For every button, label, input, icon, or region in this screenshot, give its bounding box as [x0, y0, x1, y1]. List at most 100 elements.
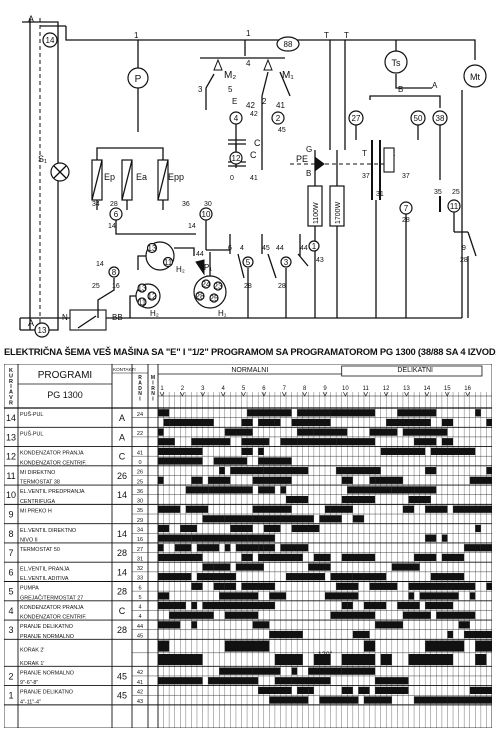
row-contact-kind: C: [119, 606, 126, 616]
header-radni-letter: I: [139, 397, 141, 403]
cam-on-segment: [380, 447, 426, 455]
cam-on-segment: [475, 654, 487, 666]
cam-on-segment: [402, 611, 431, 619]
cam-on-segment: [297, 409, 331, 417]
label-phase-a: A: [28, 14, 34, 24]
row-contact-number: 43: [137, 699, 143, 705]
cam-on-segment: [158, 621, 181, 629]
switch-8: [97, 278, 115, 318]
cam-on-segment: [363, 696, 392, 704]
row-number: 8: [8, 529, 13, 539]
cam-on-segment: [252, 515, 281, 523]
row-contact-number: 27: [137, 547, 143, 553]
cam-on-segment: [341, 667, 376, 675]
m1-winding: [263, 58, 273, 71]
terminal-label-n27: 27: [352, 114, 361, 123]
cam-on-segment: [252, 476, 292, 484]
row-function-name: EL.VENTIL DIREKTNO: [20, 528, 76, 534]
cam-on-segment: [258, 457, 292, 465]
heater-diagonal: [157, 159, 169, 201]
terminal-n1c: [308, 240, 320, 252]
cam-on-segment: [441, 418, 454, 427]
cam-on-segment: [252, 505, 292, 513]
header-kuriavr-letter: K: [9, 368, 13, 374]
row-contact-number: 41: [137, 450, 143, 456]
cam-on-segment: [280, 544, 309, 552]
cam-on-segment: [330, 505, 353, 513]
cam-on-segment: [174, 544, 192, 552]
cam-on-segment: [180, 524, 197, 533]
terminal-n8: [108, 266, 120, 278]
cam-on-segment: [363, 640, 376, 652]
terminal-label-n50: 50: [414, 114, 423, 123]
cam-on-segment: [219, 592, 259, 600]
cam-on-segment: [486, 418, 492, 427]
cam-on-segment: [480, 544, 492, 552]
step-number: 9: [323, 386, 327, 392]
row-contact-kind: C: [119, 452, 126, 462]
step-marker: [180, 391, 185, 397]
label-n28: 28: [110, 201, 118, 208]
cam-on-segment: [196, 544, 220, 552]
cam-on-segment: [447, 582, 476, 590]
cam-on-segment: [158, 573, 192, 581]
step-marker: [302, 391, 307, 397]
cam-on-segment: [158, 601, 186, 610]
cam-on-segment: [291, 418, 331, 427]
cam-on-segment: [425, 640, 465, 652]
pump-label: P: [135, 74, 142, 85]
cam-on-segment: [369, 582, 398, 590]
cam-on-segment: [163, 418, 170, 427]
row-contact-number: 33: [137, 576, 143, 582]
label-n45: 45: [278, 127, 286, 134]
cam-on-segment: [158, 677, 203, 685]
row-contact-number: 42: [137, 670, 143, 676]
header-mirni-letter: I: [152, 397, 154, 403]
row-contact-kind: 26: [117, 471, 127, 481]
label-n43: 43: [316, 257, 324, 264]
cam-on-segment: [358, 686, 370, 695]
row-function-name: 9"-6"-8": [20, 680, 38, 686]
cam-on-segment: [158, 640, 170, 652]
cam-on-segment: [441, 534, 448, 542]
terminal-label-t14: 14: [46, 36, 55, 45]
label-G: G: [306, 145, 312, 154]
row-contact-number: 16: [137, 537, 143, 543]
step-number: 4: [221, 386, 225, 392]
cam-on-segment: [441, 553, 465, 562]
cam-on-segment: [475, 524, 481, 533]
cam-on-segment: [453, 505, 492, 513]
step-number: 10: [342, 386, 349, 392]
step-marker: [281, 391, 287, 397]
terminal-n24: [201, 279, 211, 289]
row-number: 1: [8, 691, 13, 701]
row-contact-kind: 45: [117, 691, 127, 701]
label-n5: 5: [228, 85, 233, 94]
lamp-cross: [53, 165, 67, 179]
cam-on-segment: [274, 677, 281, 685]
terminal-label-n24: 24: [202, 280, 211, 289]
label-n34: 34: [92, 201, 100, 208]
terminal-label-t13: 13: [38, 326, 47, 335]
row-contact-number: 30: [137, 499, 143, 505]
header-radni-letter: R: [138, 375, 142, 381]
m1-wire-a: [261, 71, 269, 97]
cam-on-segment: [386, 418, 431, 427]
cam-on-segment: [291, 667, 298, 675]
cam-on-segment: [336, 438, 370, 446]
h2-wire-b: [174, 247, 195, 256]
row-number: 9: [8, 510, 13, 520]
row-contact-number: 31: [137, 556, 143, 562]
cam-on-segment: [191, 621, 197, 629]
cam-on-segment: [191, 438, 231, 446]
cam-on-segment: [458, 621, 470, 629]
cam-on-segment: [375, 686, 409, 695]
wiring-schematic: A14A1322NBBP11M₂M₁435E24241442245CC12041…: [19, 14, 487, 338]
cam-on-segment: [191, 582, 203, 590]
step-marker: [424, 391, 430, 397]
terminal-label-n12: 12: [232, 154, 241, 163]
cam-on-segment: [224, 611, 259, 619]
h2b-wire: [129, 295, 136, 318]
terminal-label-n2b: 2: [276, 114, 281, 123]
row-function-name: KONDENZATOR CENTRIF.: [20, 460, 87, 466]
